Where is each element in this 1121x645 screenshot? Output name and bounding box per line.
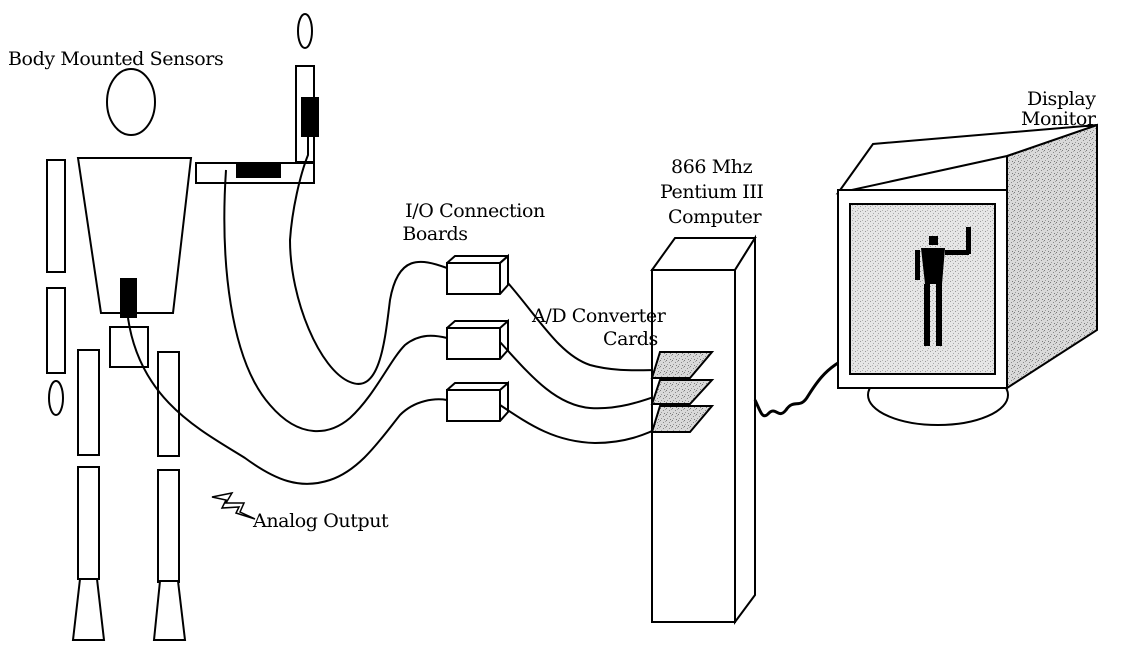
- sensor-cables: [127, 137, 448, 485]
- label-monitor-line2: Monitor: [1021, 108, 1096, 130]
- label-computer-line1: 866 Mhz: [671, 156, 753, 178]
- monitor-screen: [849, 203, 996, 375]
- upper-arm-sensor: [236, 163, 281, 178]
- label-analog-output: Analog Output: [253, 510, 389, 532]
- cable-computer-to-monitor: [753, 353, 853, 418]
- cable-upper-arm-sensor: [223, 169, 448, 433]
- label-io-boards-line2: Boards: [402, 223, 468, 245]
- left-shin: [77, 466, 100, 580]
- io-board-2: [446, 318, 509, 360]
- left-foot: [71, 578, 106, 641]
- io-board-3: [446, 380, 509, 422]
- label-computer-line3: Computer: [668, 206, 762, 228]
- right-foot: [152, 580, 187, 641]
- waist-sensor: [120, 278, 137, 318]
- label-ad-cards-line2: Cards: [603, 328, 658, 350]
- io-board-1: [446, 253, 509, 295]
- left-upper-arm: [46, 159, 66, 273]
- pelvis: [109, 326, 149, 368]
- cable-forearm-sensor: [288, 137, 448, 385]
- ad-card-3: [650, 405, 715, 433]
- io-to-ad-cables: [499, 282, 666, 445]
- cable-io2-to-card2: [499, 341, 666, 410]
- monitor-side: [1006, 123, 1098, 390]
- io-connection-boards: [446, 253, 509, 422]
- tower-side: [734, 234, 756, 626]
- display-monitor: [835, 123, 1098, 426]
- label-computer-line2: Pentium III: [660, 181, 764, 203]
- ad-card-2: [650, 379, 715, 405]
- left-thigh: [77, 349, 100, 456]
- left-hand: [48, 380, 64, 416]
- ad-converter-cards: [650, 351, 715, 433]
- body-figure: [46, 13, 319, 641]
- label-monitor-line1: Display: [1027, 88, 1096, 110]
- right-shin: [157, 469, 180, 583]
- label-ad-cards-line1: A/D Converter: [532, 305, 666, 327]
- cable-io1-to-card1: [507, 282, 663, 372]
- lightning-icon: [211, 491, 256, 520]
- label-body-mounted-sensors: Body Mounted Sensors: [8, 48, 224, 70]
- cable-io3-to-card3: [499, 404, 666, 445]
- cable-waist-sensor: [127, 317, 448, 485]
- screen-stick-figure: [915, 227, 971, 346]
- label-io-boards-line1: I/O Connection: [405, 200, 545, 222]
- torso: [76, 157, 193, 314]
- ad-card-1: [650, 351, 715, 379]
- head: [106, 68, 156, 136]
- monitor-top: [835, 124, 1098, 195]
- forearm-sensor: [301, 97, 319, 137]
- right-hand: [297, 13, 313, 49]
- left-forearm: [46, 287, 66, 374]
